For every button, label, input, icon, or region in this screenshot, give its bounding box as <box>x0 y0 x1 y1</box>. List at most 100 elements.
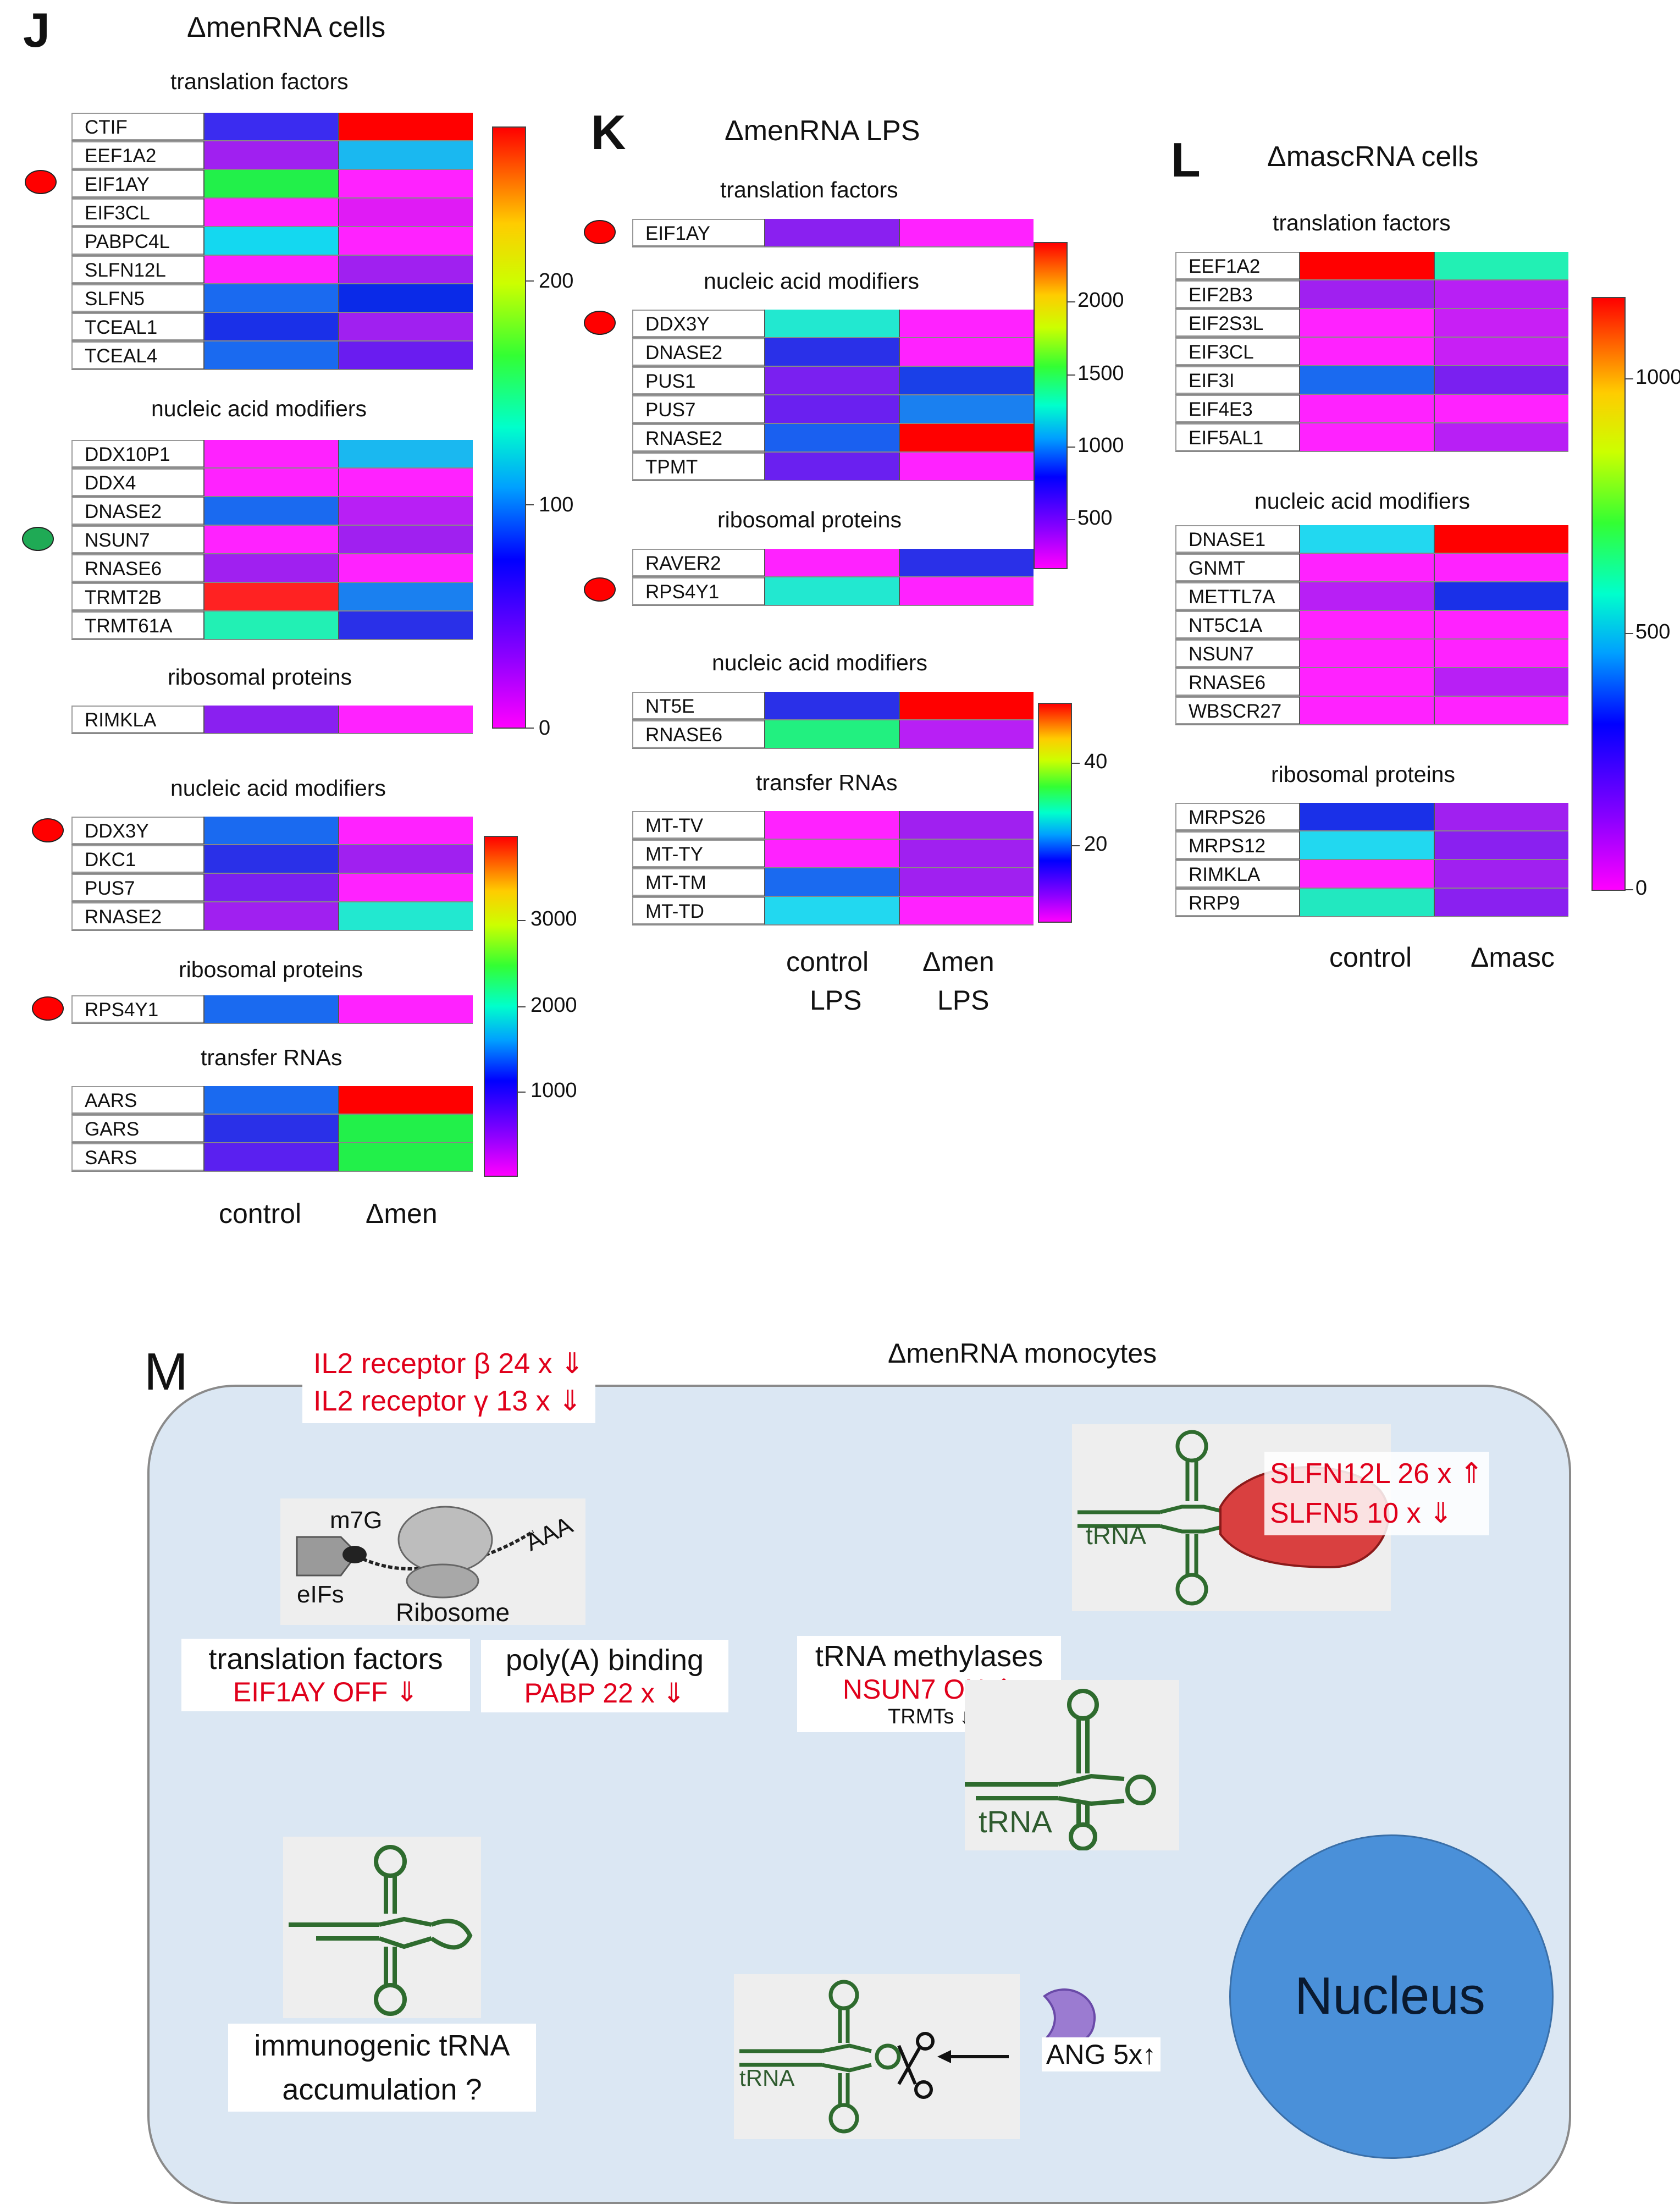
section-title: ribosomal proteins <box>168 664 352 690</box>
heatmap-row: SARS <box>71 1143 473 1172</box>
heatmap-cell-control <box>203 469 338 496</box>
heatmap-j-ribosomal-proteins-2: RPS4Y1 <box>71 995 473 1024</box>
heatmap-cell-mutant <box>1434 395 1568 422</box>
heatmap-cell-mutant <box>1434 889 1568 916</box>
heatmap-cell-mutant <box>338 817 473 844</box>
heatmap-row: EEF1A2 <box>1175 252 1568 280</box>
gene-label: MRPS26 <box>1175 803 1299 830</box>
heatmap-row: AARS <box>71 1086 473 1115</box>
section-title: ribosomal proteins <box>1271 762 1455 787</box>
heatmap-cell-mutant <box>899 395 1034 423</box>
heatmap-cell-control <box>1299 423 1434 451</box>
slfn-label: SLFN12L 26 x ⇑ SLFN5 10 x ⇓ <box>1264 1452 1489 1535</box>
heatmap-row: DDX4 <box>71 469 473 497</box>
il2-receptor-label: IL2 receptor β 24 x ⇓ IL2 receptor γ 13 … <box>302 1342 595 1423</box>
trmts-value: TRMTs ↓ <box>888 1705 970 1728</box>
heatmap-cell-control <box>764 310 899 337</box>
gene-label: DNASE2 <box>632 338 764 366</box>
x-label-delta-men: Δmen <box>922 946 994 977</box>
il2-receptor-beta: IL2 receptor β 24 x ⇓ <box>313 1348 584 1380</box>
heatmap-cell-control <box>203 256 338 283</box>
heatmap-cell-control <box>764 424 899 451</box>
heatmap-cell-mutant <box>1434 252 1568 279</box>
heatmap-cell-control <box>203 611 338 639</box>
heatmap-row: RNASE2 <box>632 424 1034 453</box>
section-title: nucleic acid modifiers <box>704 268 919 294</box>
panel-letter-m: M <box>144 1342 188 1401</box>
heatmap-cell-mutant <box>338 497 473 525</box>
heatmap-row: NSUN7 <box>1175 640 1568 668</box>
gene-label: TCEAL4 <box>71 341 203 369</box>
heatmap-row: RIMKLA <box>71 706 473 734</box>
heatmap-row: GARS <box>71 1115 473 1143</box>
slfn12l-value: SLFN12L 26 x ⇑ <box>1270 1458 1484 1490</box>
heatmap-row: RNASE6 <box>71 554 473 583</box>
gene-label: PABPC4L <box>71 227 203 255</box>
colorbar-j-bottom <box>484 836 518 1177</box>
heatmap-cell-control <box>1299 554 1434 581</box>
heatmap-cell-mutant <box>338 141 473 169</box>
heatmap-cell-mutant <box>338 995 473 1023</box>
heatmap-row: MT-TY <box>632 840 1034 868</box>
heatmap-row: METTL7A <box>1175 582 1568 611</box>
gene-label: GARS <box>71 1115 203 1142</box>
heatmap-row: PUS7 <box>71 874 473 902</box>
heatmap-cell-mutant <box>338 611 473 639</box>
heatmap-cell-mutant <box>338 313 473 340</box>
heatmap-cell-mutant <box>899 811 1034 839</box>
heatmap-cell-control <box>1299 803 1434 830</box>
heatmap-cell-control <box>1299 889 1434 916</box>
heatmap-row: TPMT <box>632 453 1034 481</box>
heatmap-row: EIF3I <box>1175 366 1568 395</box>
heatmap-cell-mutant <box>1434 525 1568 553</box>
panel-letter-k: K <box>591 105 626 159</box>
gene-label: RIMKLA <box>1175 860 1299 888</box>
heatmap-cell-control <box>1299 309 1434 337</box>
colorbar-tick: 0 <box>1635 877 1648 900</box>
heatmap-cell-control <box>1299 395 1434 422</box>
heatmap-k-translation-factors: EIF1AY <box>632 219 1034 247</box>
heatmap-row: DDX10P1 <box>71 440 473 469</box>
section-title: nucleic acid modifiers <box>151 396 367 421</box>
heatmap-row: GNMT <box>1175 554 1568 582</box>
m7g-label: m7G <box>330 1507 383 1534</box>
heatmap-cell-control <box>203 497 338 525</box>
heatmap-row: WBSCR27 <box>1175 697 1568 725</box>
colorbar-tick: 1000 <box>1077 434 1124 457</box>
colorbar-tick: 2000 <box>1077 289 1124 312</box>
heatmap-row: SLFN12L <box>71 256 473 284</box>
heatmap-cell-control <box>1299 860 1434 888</box>
heatmap-cell-control <box>203 199 338 226</box>
gene-label: RPS4Y1 <box>71 995 203 1023</box>
heatmap-cell-mutant <box>899 424 1034 451</box>
heatmap-cell-mutant <box>1434 366 1568 394</box>
polya-binding-title: poly(A) binding <box>505 1644 704 1677</box>
heatmap-row: PABPC4L <box>71 227 473 256</box>
ribosome-graphic <box>280 1498 585 1625</box>
red-dot-marker <box>584 577 616 602</box>
gene-label: EIF3I <box>1175 366 1299 394</box>
heatmap-cell-control <box>764 219 899 246</box>
heatmap-cell-mutant <box>338 583 473 610</box>
heatmap-cell-mutant <box>899 219 1034 246</box>
red-dot-marker <box>584 311 616 335</box>
colorbar-j-top <box>492 126 526 729</box>
heatmap-row: TRMT2B <box>71 583 473 611</box>
colorbar-tick: 2000 <box>530 994 577 1017</box>
heatmap-row: DNASE1 <box>1175 525 1568 554</box>
translation-factors-box: translation factors EIF1AY OFF ⇓ <box>181 1639 470 1711</box>
heatmap-cell-control <box>1299 611 1434 638</box>
heatmap-row: MT-TV <box>632 811 1034 840</box>
heatmap-cell-control <box>203 526 338 553</box>
red-dot-marker <box>25 170 57 194</box>
x-label-delta-masc: Δmasc <box>1471 942 1555 973</box>
heatmap-cell-control <box>203 874 338 901</box>
il2-receptor-gamma: IL2 receptor γ 13 x ⇓ <box>313 1385 582 1417</box>
heatmap-cell-mutant <box>899 868 1034 896</box>
heatmap-cell-mutant <box>338 227 473 255</box>
polya-binding-box: poly(A) binding PABP 22 x ⇓ <box>481 1640 728 1712</box>
gene-label: DNASE1 <box>1175 525 1299 553</box>
gene-label: RPS4Y1 <box>632 577 764 605</box>
